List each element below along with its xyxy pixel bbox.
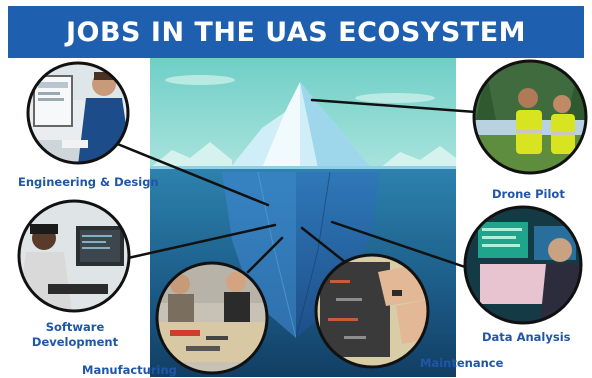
connector-engineering — [113, 141, 270, 207]
facet-line — [257, 171, 297, 339]
connector-lines — [113, 98, 478, 274]
facet-line — [295, 171, 331, 339]
cloud — [165, 75, 235, 85]
photo-engineering-design — [26, 61, 130, 165]
photo-software-development — [17, 199, 131, 313]
page-title: JOBS IN THE UAS ECOSYSTEM — [65, 16, 527, 48]
iceberg-shade — [300, 82, 372, 168]
connector-drone-pilot — [310, 98, 478, 114]
cloud — [355, 93, 435, 103]
connector-manufacturing — [246, 236, 284, 274]
label-engineering-design: Engineering & Design — [18, 175, 159, 189]
iceberg-underwater-facet — [222, 172, 296, 338]
photo-frame — [17, 199, 131, 313]
photo-frame — [26, 61, 130, 165]
distant-ice — [150, 142, 232, 168]
label-software-line1: Software — [45, 320, 105, 334]
label-software-development: Software Development — [30, 320, 120, 350]
label-manufacturing: Manufacturing — [82, 363, 177, 377]
label-data-analysis: Data Analysis — [482, 330, 571, 344]
label-maintenance: Maintenance — [420, 356, 504, 370]
connector-software — [126, 223, 277, 260]
connector-data-analysis — [330, 220, 470, 270]
photo-data-analysis — [463, 205, 583, 325]
distant-ice — [380, 146, 456, 168]
waterline — [150, 166, 456, 169]
photo-manufacturing — [155, 261, 269, 375]
photo-frame — [314, 253, 430, 369]
photo-frame — [472, 59, 588, 175]
photo-drone-pilot — [472, 59, 588, 175]
photo-frame — [463, 205, 583, 325]
connector-maintenance — [300, 226, 347, 264]
iceberg-highlight — [262, 82, 300, 168]
photo-frame — [155, 261, 269, 375]
photo-maintenance — [314, 253, 430, 369]
title-banner: JOBS IN THE UAS ECOSYSTEM — [8, 6, 584, 58]
label-software-line2: Development — [31, 335, 119, 349]
label-drone-pilot: Drone Pilot — [492, 187, 565, 201]
